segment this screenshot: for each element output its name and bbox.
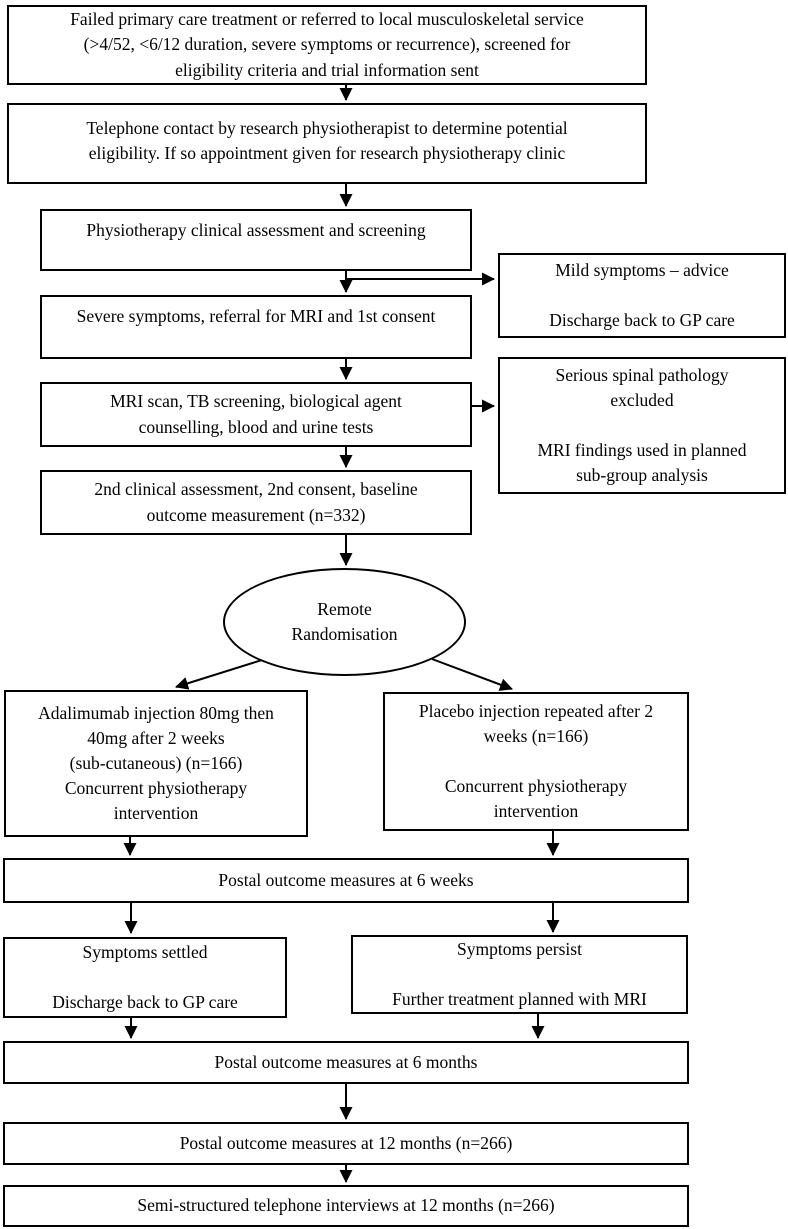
flow-node-physio-assessment: Physiotherapy clinical assessment and sc… (40, 209, 472, 271)
flow-node-placebo-arm: Placebo injection repeated after 2 weeks… (383, 692, 689, 831)
flow-node-postal-6-months: Postal outcome measures at 6 months (3, 1041, 689, 1084)
flow-node-mri-tests: MRI scan, TB screening, biological agent… (40, 382, 472, 447)
flow-node-symptoms-settled: Symptoms settled Discharge back to GP ca… (3, 937, 287, 1018)
flow-node-symptoms-persist: Symptoms persist Further treatment plann… (351, 935, 688, 1014)
flow-node-postal-6-weeks: Postal outcome measures at 6 weeks (3, 858, 689, 903)
flow-node-severe-symptoms: Severe symptoms, referral for MRI and 1s… (40, 295, 472, 359)
flow-node-remote-randomisation: Remote Randomisation (223, 568, 466, 676)
flow-node-telephone-interviews: Semi-structured telephone interviews at … (3, 1185, 689, 1227)
flow-node-second-assessment: 2nd clinical assessment, 2nd consent, ba… (40, 470, 472, 535)
flow-node-telephone-contact: Telephone contact by research physiother… (7, 103, 647, 184)
flow-node-postal-12-months: Postal outcome measures at 12 months (n=… (3, 1122, 689, 1165)
flow-node-serious-pathology: Serious spinal pathology excluded MRI fi… (498, 357, 786, 494)
flow-node-adalimumab-arm: Adalimumab injection 80mg then 40mg afte… (4, 690, 308, 837)
flow-node-mild-symptoms: Mild symptoms – advice Discharge back to… (498, 253, 786, 338)
flow-node-screening-referral: Failed primary care treatment or referre… (7, 5, 647, 85)
